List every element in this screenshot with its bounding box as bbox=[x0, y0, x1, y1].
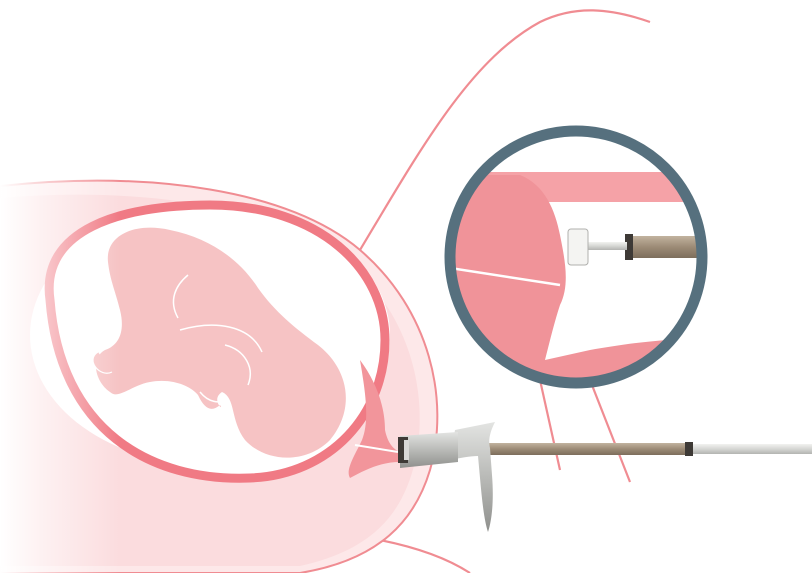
thigh-line-left bbox=[590, 380, 630, 482]
instrument-tube bbox=[690, 444, 812, 454]
surgical-instrument bbox=[398, 422, 812, 532]
thigh-line-right bbox=[540, 380, 560, 470]
instrument-tip-ring bbox=[404, 440, 409, 460]
inset-needle bbox=[585, 242, 627, 250]
instrument-collar bbox=[685, 442, 693, 456]
left-fade bbox=[0, 0, 120, 573]
inset-tip bbox=[568, 229, 588, 265]
magnifier-inset bbox=[450, 131, 708, 390]
